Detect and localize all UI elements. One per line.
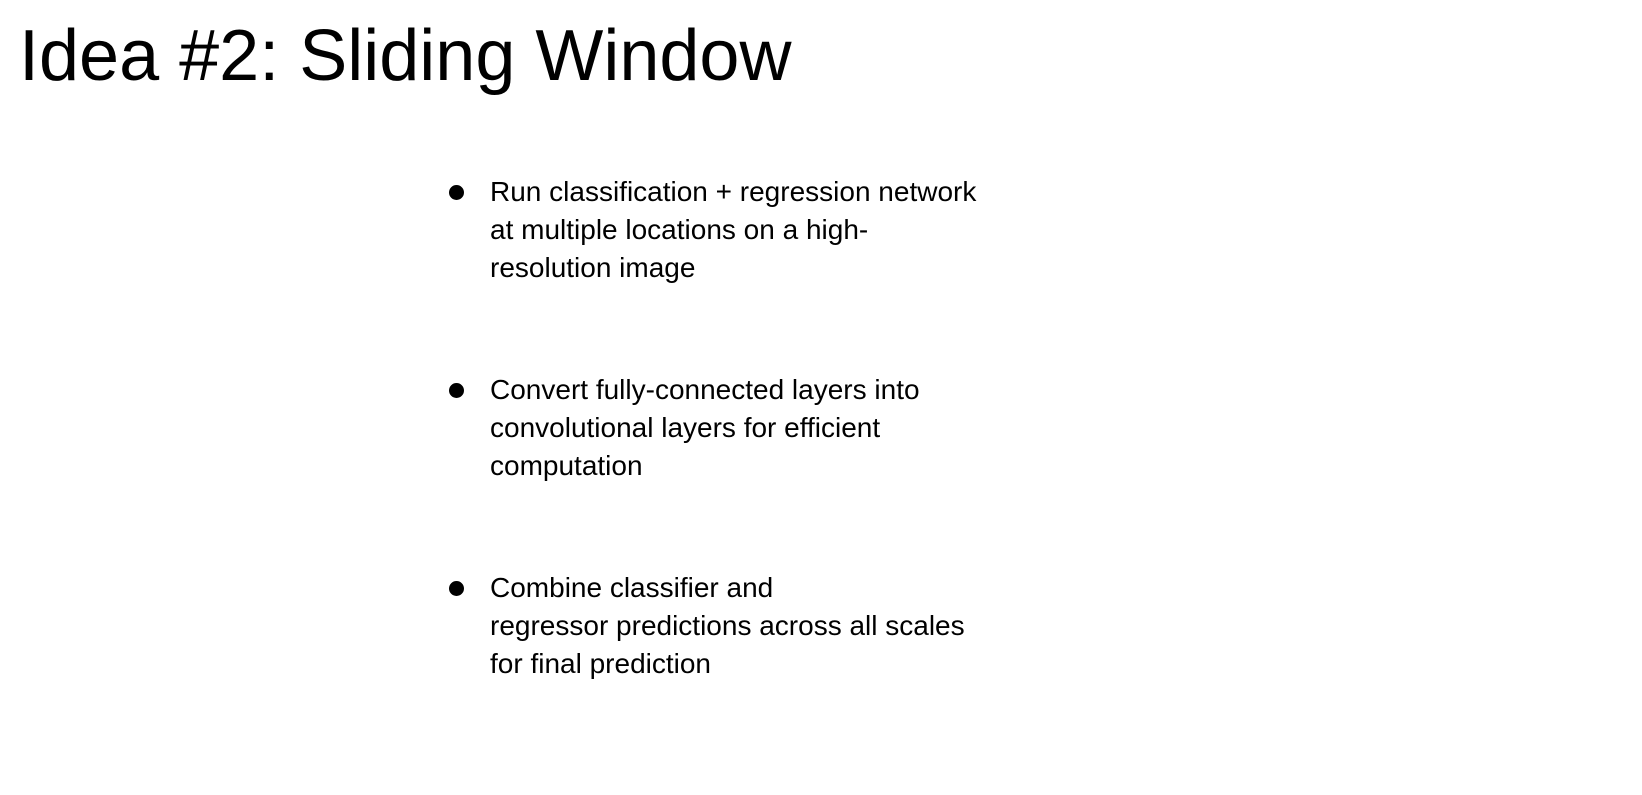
bullet-text: Convert fully-connected layers into conv… <box>490 374 920 481</box>
bullet-list: Run classification + regression network … <box>449 173 1150 683</box>
list-item: Convert fully-connected layers into conv… <box>449 371 1150 485</box>
bullet-icon <box>449 185 464 200</box>
bullet-text: Combine classifier and regressor predict… <box>490 572 965 679</box>
bullet-icon <box>449 383 464 398</box>
bullet-text: Run classification + regression network … <box>490 176 977 283</box>
slide-title: Idea #2: Sliding Window <box>19 16 792 96</box>
list-item: Run classification + regression network … <box>449 173 1150 287</box>
bullet-icon <box>449 581 464 596</box>
list-item: Combine classifier and regressor predict… <box>449 569 1150 683</box>
